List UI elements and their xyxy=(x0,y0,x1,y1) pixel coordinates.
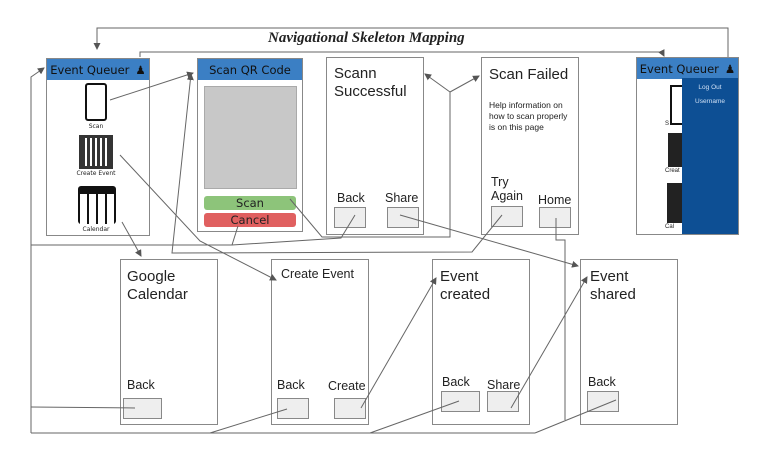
cancel-button[interactable]: Cancel xyxy=(204,213,296,227)
camera-viewfinder xyxy=(204,86,297,189)
back-button[interactable] xyxy=(277,398,309,419)
scan-label: S xyxy=(665,121,670,127)
back-label: Back xyxy=(127,378,155,392)
help-text: Help information on how to scan properly… xyxy=(489,100,568,132)
diagram-title: Navigational Skeleton Mapping xyxy=(268,30,465,46)
scan-qr-screen: Scan QR Code Scan Cancel xyxy=(197,58,303,232)
try-again-label: Try Again xyxy=(491,175,523,203)
smartphone-icon[interactable] xyxy=(85,83,107,121)
back-button[interactable] xyxy=(587,391,619,412)
home-label: Home xyxy=(538,193,572,207)
qr-code-icon xyxy=(668,133,682,167)
screen-title: Scan Failed xyxy=(489,66,569,83)
back-label: Back xyxy=(588,375,616,389)
calendar-label: Cal xyxy=(665,224,675,230)
home-button[interactable] xyxy=(539,207,571,228)
calendar-label[interactable]: Calendar xyxy=(82,226,110,233)
back-button[interactable] xyxy=(123,398,162,419)
scan-button[interactable]: Scan xyxy=(204,196,296,210)
create-button[interactable] xyxy=(334,398,366,419)
screen-title: Event created xyxy=(440,268,491,303)
back-button[interactable] xyxy=(441,391,480,412)
create-event-label[interactable]: Create Event xyxy=(76,170,116,177)
line-home-down xyxy=(555,218,566,420)
back-label: Back xyxy=(442,375,470,389)
app-title: Event Queuer xyxy=(639,61,719,76)
screen-title: Event shared xyxy=(590,268,636,303)
share-label: Share xyxy=(487,378,521,392)
event-shared-screen: Event shared Back xyxy=(580,259,678,425)
google-calendar-screen: Google Calendar Back xyxy=(120,259,218,425)
screen-title: Scann Successful xyxy=(334,65,407,100)
calendar-icon[interactable] xyxy=(78,186,116,224)
event-created-screen: Event created Back Share xyxy=(432,259,530,425)
back-button[interactable] xyxy=(334,207,366,228)
home-screen: Event Queuer ♟ Scan Create Event Calendar xyxy=(46,58,150,236)
scan-label[interactable]: Scan xyxy=(88,123,104,130)
smartphone-icon xyxy=(670,85,684,125)
home-header: Event Queuer ♟ xyxy=(47,59,149,80)
back-label: Back xyxy=(277,378,305,392)
create-event-label: Creat xyxy=(665,168,680,174)
create-label: Create xyxy=(328,379,366,393)
user-dropdown-menu: Log Out Username xyxy=(682,78,738,234)
log-out-menu-item[interactable]: Log Out xyxy=(698,84,722,91)
app-title: Event Queuer xyxy=(50,62,130,77)
home-menu-screen: Event Queuer ♟ S Creat Cal Log Out Userna… xyxy=(636,57,739,235)
create-event-screen: Create Event Back Create xyxy=(271,259,369,425)
calendar-icon xyxy=(667,183,682,223)
scan-successful-screen: Scann Successful Back Share xyxy=(326,57,424,235)
home-header: Event Queuer ♟ xyxy=(637,58,738,79)
share-button[interactable] xyxy=(487,391,519,412)
user-icon[interactable]: ♟ xyxy=(724,61,736,76)
share-button[interactable] xyxy=(387,207,419,228)
screen-title: Create Event xyxy=(281,267,354,281)
scan-qr-header: Scan QR Code xyxy=(198,59,302,80)
try-again-button[interactable] xyxy=(491,206,523,227)
arrow-create-to-created xyxy=(360,277,437,409)
qr-code-icon[interactable] xyxy=(79,135,113,169)
screen-title: Google Calendar xyxy=(127,268,188,303)
username-menu-item[interactable]: Username xyxy=(695,98,725,105)
scan-failed-screen: Scan Failed Help information on how to s… xyxy=(481,57,579,235)
user-icon[interactable]: ♟ xyxy=(135,62,146,77)
share-label: Share xyxy=(385,191,419,205)
back-label: Back xyxy=(337,191,365,205)
